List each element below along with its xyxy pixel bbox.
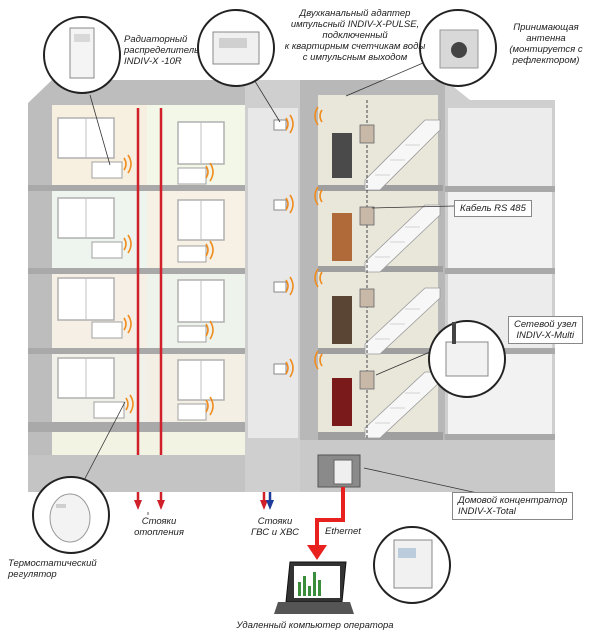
building-middle (245, 80, 300, 492)
label-remote-computer: Удаленный компьютер оператора (236, 620, 394, 631)
label-network-node: Сетевой узел INDIV-X-Multi (508, 316, 583, 344)
thermostat-icon (32, 476, 110, 554)
label-radiator-distributor: Радиаторный распределитель INDIV-X -10R (124, 34, 200, 67)
stairwell (300, 80, 445, 492)
label-rs485-cable: Кабель RS 485 (454, 200, 532, 217)
ethernet-link (307, 487, 345, 560)
label-thermostatic-regulator: Термостатический регулятор (8, 558, 97, 580)
label-pulse-adapter: Двухканальный адаптер импульсный INDIV-X… (284, 8, 426, 63)
antenna-icon (419, 9, 497, 87)
label-water-risers: Стояки ГВС и ХВС (250, 516, 300, 538)
concentrator-cabinet (317, 454, 361, 488)
concentrator-icon (373, 526, 451, 604)
label-antenna: Принимающая антенна (монтируется с рефле… (509, 22, 583, 66)
radiator-distributor-icon (43, 16, 121, 94)
wifi-signal-icon (123, 106, 323, 416)
pulse-adapter-icon (197, 9, 275, 87)
network-node-icon (428, 320, 506, 398)
label-home-concentrator: Домовой концентратор INDIV-X-Total (452, 492, 574, 520)
building-left-wing (28, 80, 274, 510)
label-ethernet: Ethernet (325, 526, 361, 537)
label-heating-risers: Стояки отопления (134, 516, 184, 538)
laptop-icon (274, 561, 354, 614)
